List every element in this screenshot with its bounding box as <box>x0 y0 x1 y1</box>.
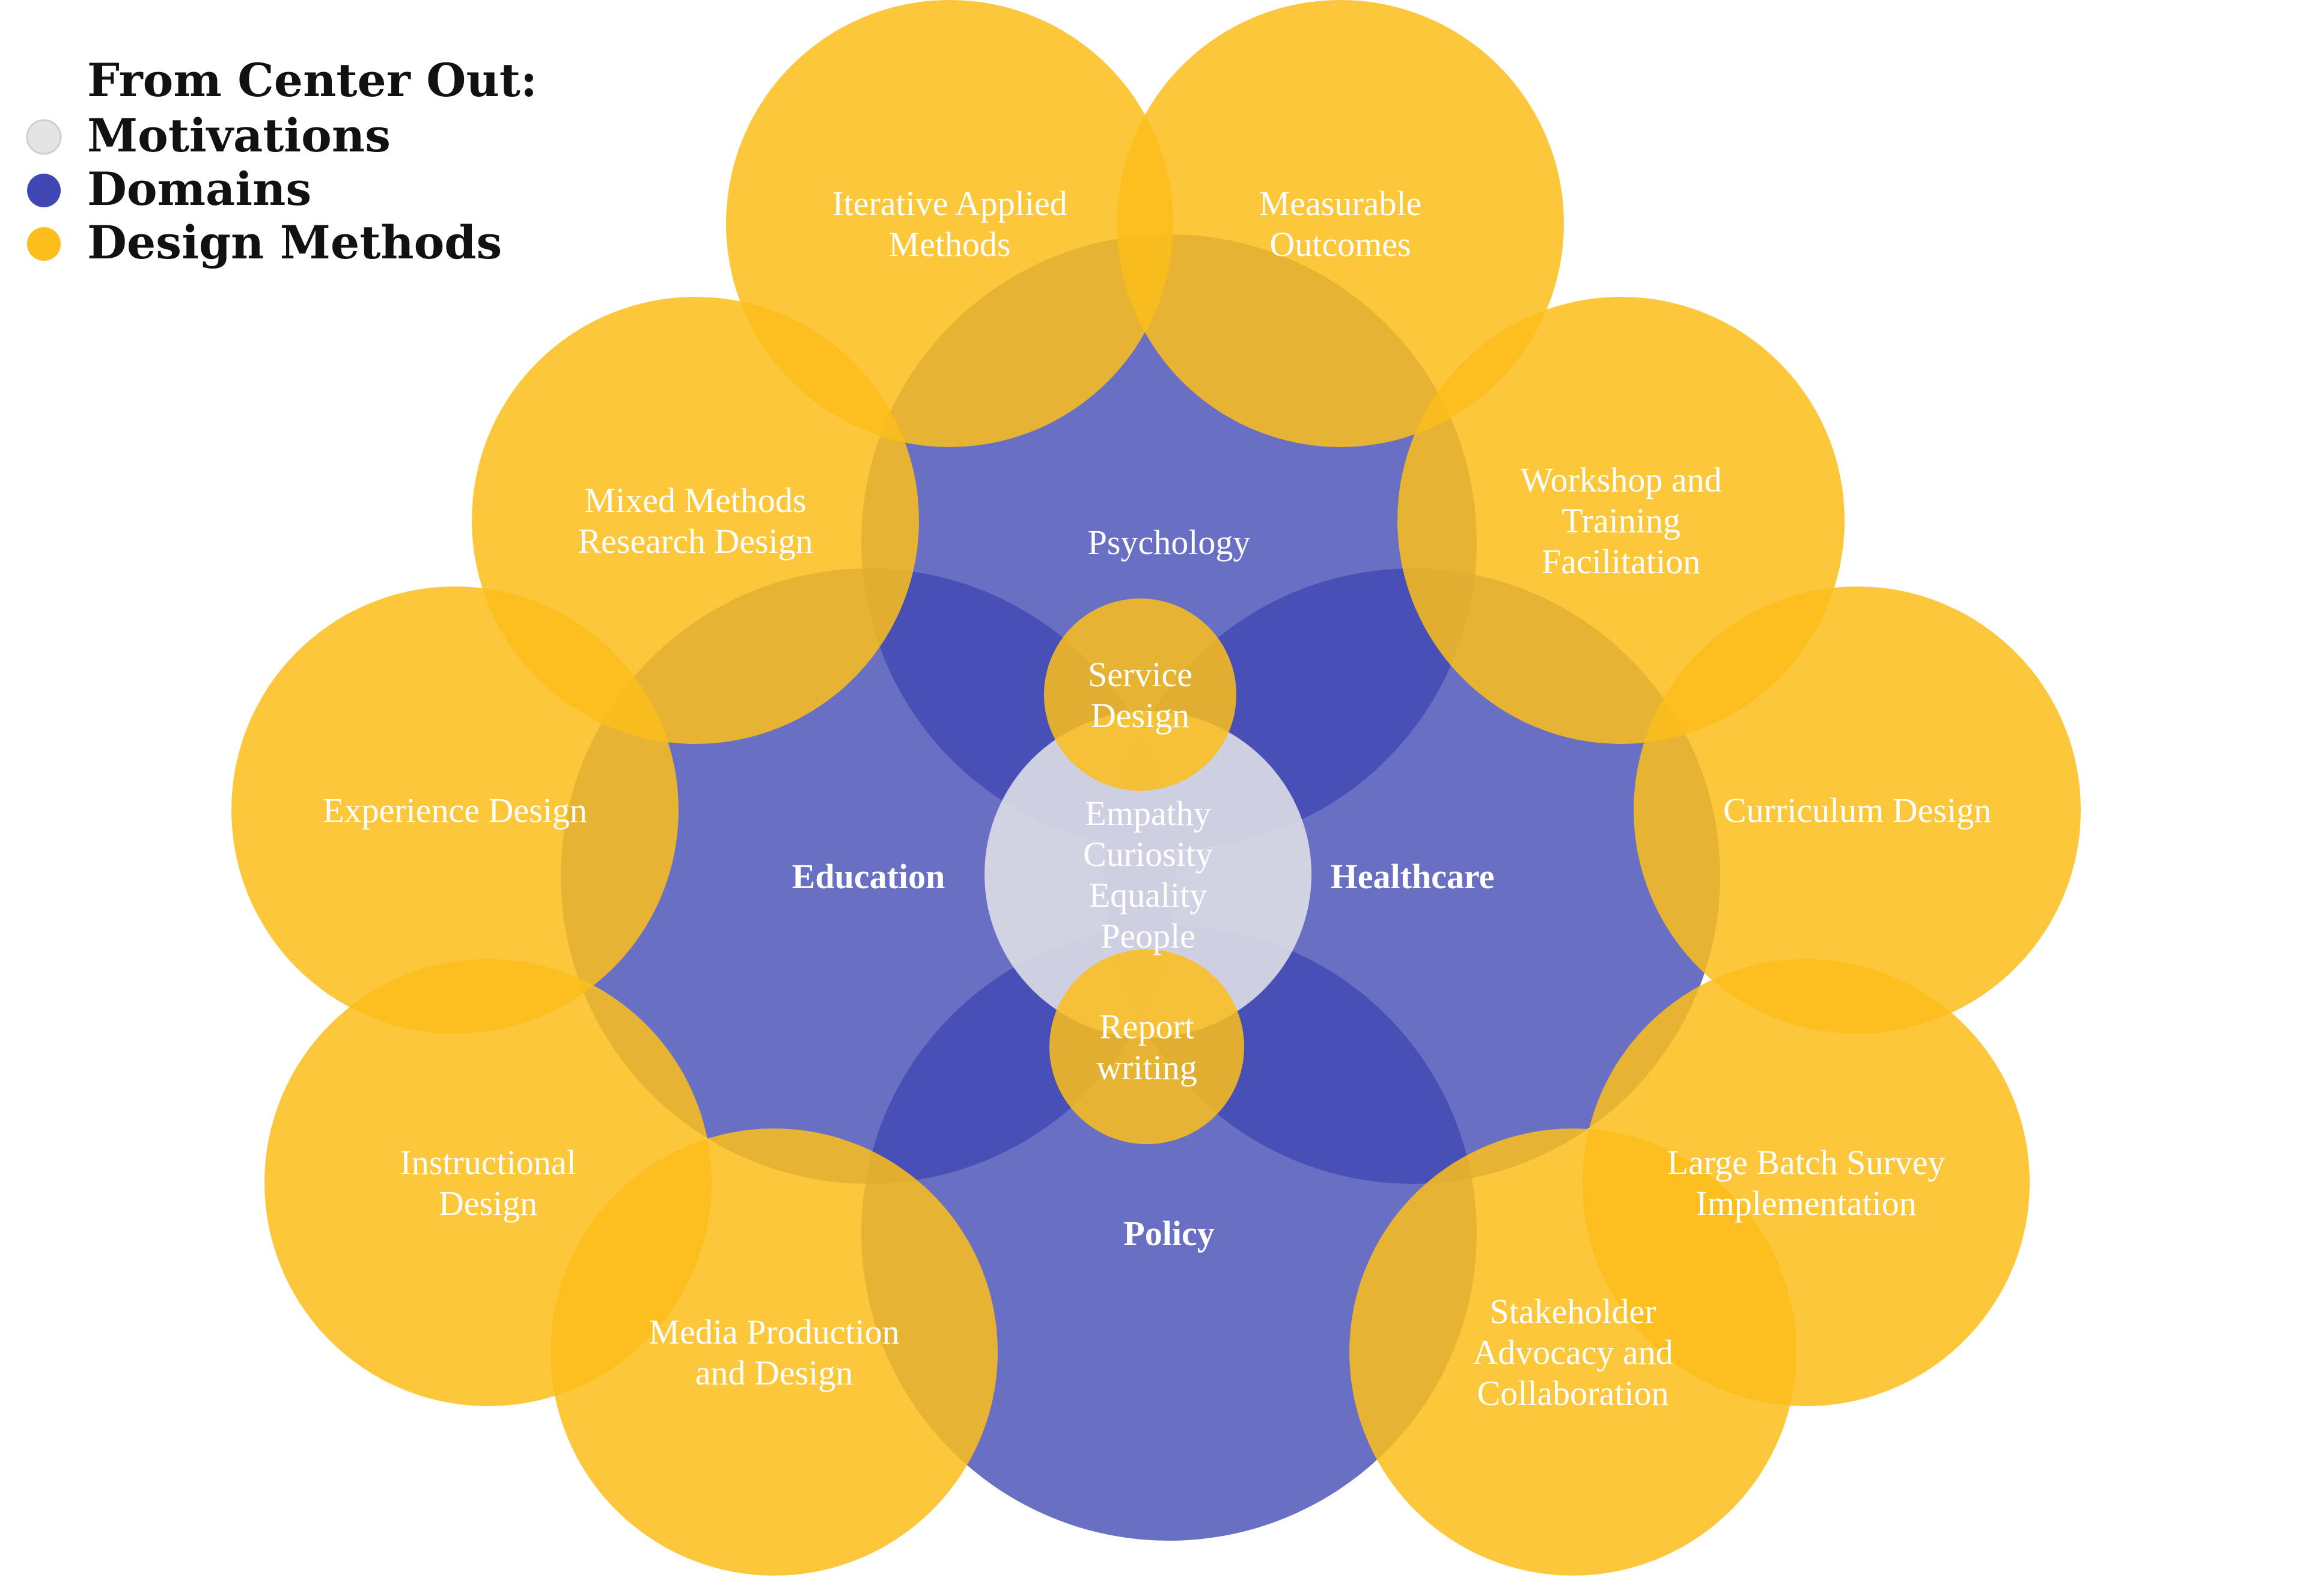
legend-swatch-design-methods <box>27 227 61 261</box>
method-label-iterative-applied-methods-line: Iterative Applied <box>832 184 1067 223</box>
method-circle-iterative-applied-methods <box>726 0 1173 447</box>
domain-label-psychology-line: Psychology <box>1088 523 1251 562</box>
method-label-curriculum-design-line: Curriculum Design <box>1723 791 1991 830</box>
method-circle-experience-design <box>231 586 679 1034</box>
method-label-measurable-outcomes-line: Outcomes <box>1269 225 1411 264</box>
method-label-workshop-and-training-facilitation-line: Workshop and <box>1520 460 1721 499</box>
method-label-iterative-applied-methods-line: Methods <box>889 225 1011 264</box>
domain-label-psychology: Psychology <box>1088 523 1251 562</box>
method-label-workshop-and-training-facilitation-line: Facilitation <box>1542 542 1700 581</box>
domain-label-healthcare: Healthcare <box>1331 857 1495 896</box>
method-label-stakeholder-advocacy-and-collaboration-line: Collaboration <box>1477 1374 1669 1413</box>
method-circle-curriculum-design <box>1634 586 2081 1034</box>
method-label-measurable-outcomes-line: Measurable <box>1259 184 1422 223</box>
domain-label-education: Education <box>792 857 945 896</box>
method-circle-stakeholder-advocacy-and-collaboration <box>1349 1128 1797 1576</box>
method-label-report-writing-line: writing <box>1096 1048 1197 1087</box>
legend-label-motivations: Motivations <box>87 109 391 162</box>
domain-label-policy-line: Policy <box>1123 1214 1214 1253</box>
method-label-mixed-methods-research-design-line: Mixed Methods <box>585 481 807 520</box>
method-label-service-design-line: Design <box>1091 696 1189 735</box>
method-label-large-batch-survey-implementation-line: Large Batch Survey <box>1667 1143 1946 1182</box>
method-label-instructional-design-line: Instructional <box>400 1143 576 1182</box>
domain-label-education-line: Education <box>792 857 945 896</box>
motivations-circle <box>985 711 1311 1038</box>
motivations-label-line: Empathy <box>1085 794 1210 833</box>
method-label-large-batch-survey-implementation-line: Implementation <box>1696 1184 1916 1223</box>
circle-layer <box>231 0 2081 1576</box>
domain-label-healthcare-line: Healthcare <box>1331 857 1495 896</box>
method-circle-media-production-and-design <box>551 1128 998 1576</box>
domain-circle-policy <box>861 925 1477 1541</box>
method-label-experience-design-line: Experience Design <box>323 791 587 830</box>
method-label-workshop-and-training-facilitation-line: Training <box>1562 501 1681 540</box>
legend-title: From Center Out: <box>87 53 537 107</box>
method-circle-report-writing <box>1049 949 1244 1144</box>
motivations-label-line: Curiosity <box>1083 835 1213 874</box>
method-label-service-design-line: Service <box>1088 655 1192 694</box>
method-circle-measurable-outcomes <box>1117 0 1564 447</box>
method-label-stakeholder-advocacy-and-collaboration-line: Advocacy and <box>1473 1333 1673 1372</box>
method-label-instructional-design-line: Design <box>439 1184 537 1223</box>
legend: From Center Out: Motivations Domains Des… <box>26 53 537 269</box>
legend-label-domains: Domains <box>87 162 311 216</box>
method-label-experience-design: Experience Design <box>323 791 587 830</box>
method-label-curriculum-design: Curriculum Design <box>1723 791 1991 830</box>
legend-swatch-motivations <box>26 119 62 155</box>
legend-swatch-domains <box>27 174 61 207</box>
method-circle-service-design <box>1044 598 1236 791</box>
motivations-label-line: People <box>1101 916 1195 955</box>
motivations-label-line: Equality <box>1089 876 1207 915</box>
legend-label-design-methods: Design Methods <box>87 216 502 269</box>
method-label-media-production-and-design-line: Media Production <box>649 1312 899 1351</box>
method-label-mixed-methods-research-design-line: Research Design <box>578 522 813 561</box>
method-label-report-writing-line: Report <box>1099 1007 1194 1046</box>
method-label-media-production-and-design-line: and Design <box>695 1353 853 1392</box>
domain-label-policy: Policy <box>1123 1214 1214 1253</box>
method-label-stakeholder-advocacy-and-collaboration-line: Stakeholder <box>1489 1292 1656 1331</box>
